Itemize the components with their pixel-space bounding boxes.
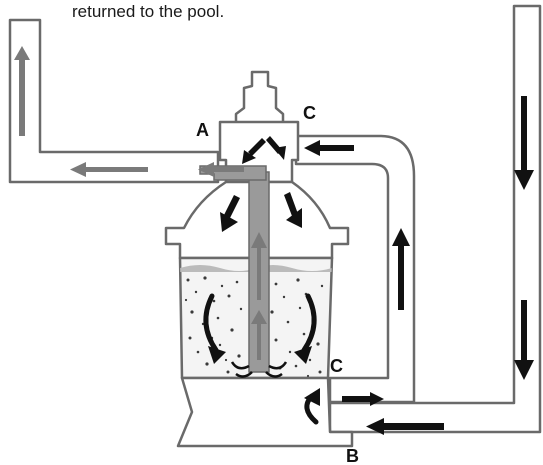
return-flow-arrows [14,46,267,360]
return-pipe [8,18,220,184]
valve-split-arrow-left [242,138,266,164]
media-flow-curves [203,293,317,353]
label-a: A [196,120,209,140]
return-arrow-up-left [14,46,30,136]
supply-arrow-down-1 [514,96,534,190]
valve-split-arrow-right [266,136,286,160]
up-pipe-arrow [392,228,410,310]
return-arrow-left-2 [198,162,244,177]
pump-housing [176,376,354,448]
standpipe-arrow-up-2 [251,310,267,360]
standpipe-arrow-up-1 [251,232,267,300]
supply-arrow-left [366,418,444,435]
label-b: B [346,446,359,465]
dome-arrow-right [284,192,302,228]
return-arrow-left-1 [70,162,148,177]
pump-to-valve-pipe [294,134,416,404]
supply-flow-arrows [220,96,534,435]
caption-text: returned to the pool. [72,2,225,21]
dome-arrow-left [220,195,240,232]
pump-outlet-arrow-right [342,392,384,406]
supply-arrow-down-2 [514,300,534,380]
supply-pipe [328,4,542,434]
valve-top-cap [234,70,285,126]
label-c-bottom: C [330,356,343,376]
underdrain-laterals [230,361,288,378]
valve-inlet-arrow [304,140,354,156]
impeller-arrow-head [304,388,320,406]
media-flow-heads [208,346,312,364]
label-c-top: C [303,103,316,123]
